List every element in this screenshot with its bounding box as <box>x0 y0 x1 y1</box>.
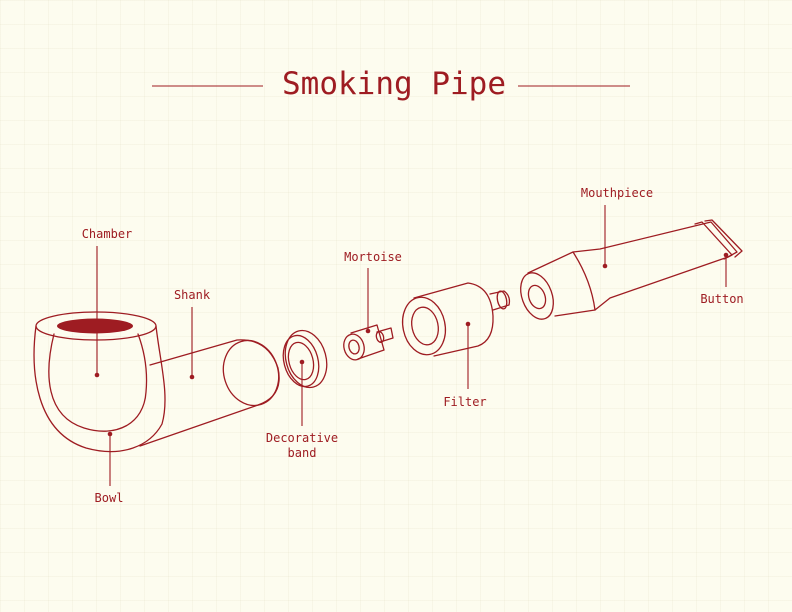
label-filter: Filter <box>443 395 486 409</box>
filter-dot <box>466 322 471 327</box>
chamber-opening <box>57 319 133 334</box>
mouthpiece-bore <box>525 283 548 311</box>
bowl-outer <box>34 326 165 452</box>
label-mouthpiece: Mouthpiece <box>581 186 653 200</box>
mouthpiece-part <box>515 220 742 324</box>
bowl-dot <box>108 432 113 437</box>
mouthpiece-taper <box>573 252 595 310</box>
mouthpiece-dot <box>603 264 608 269</box>
filter-part <box>397 283 509 359</box>
label-decorative-band-line1: Decorative <box>266 431 338 445</box>
decorative-band-part <box>278 326 333 392</box>
bowl-part <box>34 312 287 452</box>
label-shank: Shank <box>174 288 211 302</box>
shank-end <box>215 333 287 412</box>
bowl-inner <box>49 334 147 431</box>
mortoise-hole <box>347 339 360 355</box>
filter-face <box>397 293 450 358</box>
button-dot <box>724 253 729 258</box>
chamber-dot <box>95 373 100 378</box>
label-bowl: Bowl <box>95 491 124 505</box>
label-button: Button <box>700 292 743 306</box>
label-mortoise: Mortoise <box>344 250 402 264</box>
mouthpiece-face <box>515 268 560 323</box>
page-title: Smoking Pipe <box>282 66 506 102</box>
label-decorative-band-line2: band <box>288 446 317 460</box>
shank-dot <box>190 375 195 380</box>
filter-hole <box>408 305 441 348</box>
label-chamber: Chamber <box>82 227 133 241</box>
mortoise-dot <box>366 329 371 334</box>
decorative-band-dot <box>300 360 305 365</box>
band-outer-back <box>279 326 333 392</box>
